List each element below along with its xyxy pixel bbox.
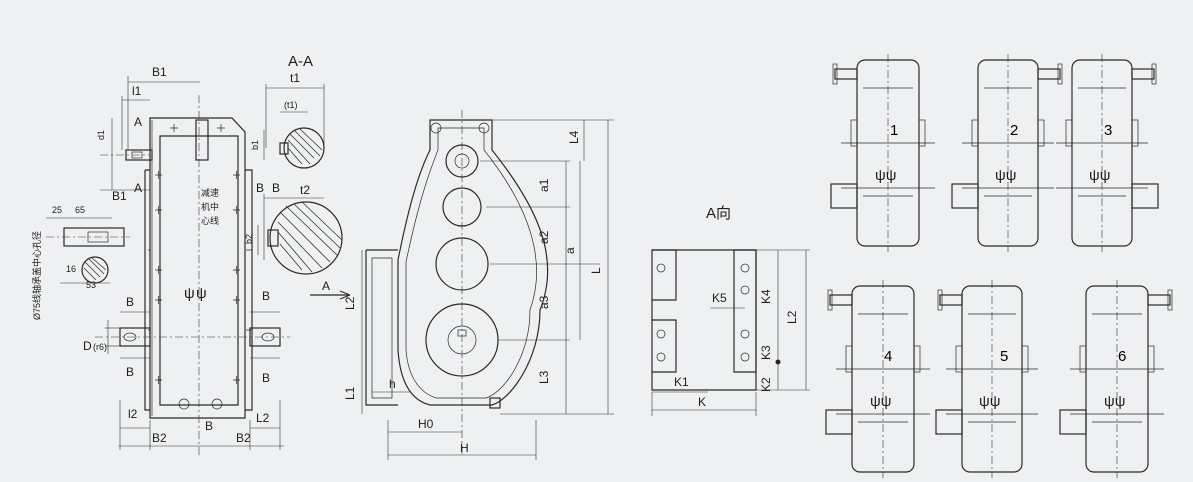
dim-b2: b2 xyxy=(244,234,254,244)
section-view-aa: A-A t1 (t1) b1 t2 b2 B B A xyxy=(244,53,351,300)
variant-logo-5: ψψ xyxy=(979,393,1000,410)
dim-K5: K5 xyxy=(712,291,727,305)
svg-text:机中: 机中 xyxy=(201,201,219,212)
section-title: A-A xyxy=(288,53,313,70)
section-mark-A-bottom: A xyxy=(134,181,142,195)
dim-t1-paren: (t1) xyxy=(284,100,298,110)
dim-B1-top: B1 xyxy=(152,65,167,79)
dim-D: D xyxy=(83,339,92,353)
section-mark-A-top: A xyxy=(134,115,142,129)
dim-B-top-right: B xyxy=(262,289,270,303)
foot-view: A向 K5 K4 L2 K3 K2 K1 K xyxy=(651,205,810,416)
variant-logo-1: ψψ xyxy=(875,167,896,184)
dim-L2-foot: L2 xyxy=(785,310,799,324)
front-view: ψ ψ 减速 机中 心线 B1 l1 d1 A A B1 25 6 xyxy=(31,65,290,455)
dim-L2-side: L2 xyxy=(343,296,357,310)
dim-B2-right: B2 xyxy=(236,431,251,445)
dim-B-center: B xyxy=(205,419,213,433)
variant-logo-4: ψψ xyxy=(870,393,891,410)
dim-B2-left: B2 xyxy=(152,431,167,445)
dim-a2: a2 xyxy=(537,230,551,244)
center-line-label: 减速 xyxy=(201,187,219,198)
dim-K2: K2 xyxy=(759,377,773,392)
dim-B1-side: B1 xyxy=(112,189,127,203)
dim-t2: t2 xyxy=(300,183,310,197)
svg-text:ψ: ψ xyxy=(184,285,195,302)
dim-53: 53 xyxy=(86,280,96,290)
view-arrow-A: A xyxy=(322,279,330,293)
dim-B-section-right: B xyxy=(272,181,280,195)
assembly-variants: ψψ ψψ ψψ ψψ ψψ ψψ xyxy=(825,54,1173,478)
svg-text:ψ: ψ xyxy=(196,285,207,302)
dim-D-sub: (r6) xyxy=(93,342,107,352)
foot-view-title: A向 xyxy=(706,205,731,222)
dim-K3: K3 xyxy=(759,345,773,360)
dim-a3: a3 xyxy=(537,295,551,309)
dim-B-section-left: B xyxy=(256,181,264,195)
dim-h: h xyxy=(389,377,396,391)
dim-d1: d1 xyxy=(96,130,106,140)
dim-B-top-left: B xyxy=(126,295,134,309)
dim-L4: L4 xyxy=(567,130,581,144)
dim-l2: l2 xyxy=(128,407,138,421)
dim-65: 65 xyxy=(75,205,85,215)
dim-B-bottom-right: B xyxy=(262,371,270,385)
dim-t1: t1 xyxy=(290,71,300,85)
dim-K4: K4 xyxy=(759,289,773,304)
side-view: L4 a1 a2 a a3 L L3 L2 L1 h H0 H xyxy=(343,110,614,460)
dim-16: 16 xyxy=(66,264,76,274)
dim-25: 25 xyxy=(52,205,62,215)
dim-B-bottom-left: B xyxy=(126,365,134,379)
dim-L3: L3 xyxy=(537,370,551,384)
variant-logo-3: ψψ xyxy=(1089,167,1110,184)
variant-logo-6: ψψ xyxy=(1104,393,1125,410)
dim-K1: K1 xyxy=(674,375,689,389)
shaft-note: Ø75线轴承盖中心孔径 xyxy=(31,231,42,320)
dim-H0: H0 xyxy=(418,417,434,431)
dim-a: a xyxy=(563,247,577,254)
dim-L1: L1 xyxy=(343,386,357,400)
dim-L: L xyxy=(589,267,603,274)
dim-a1: a1 xyxy=(537,178,551,192)
dim-H: H xyxy=(460,441,469,455)
dim-L2: L2 xyxy=(256,411,270,425)
dim-l1: l1 xyxy=(132,84,142,98)
dim-K: K xyxy=(698,395,706,409)
variant-logo-2: ψψ xyxy=(995,167,1016,184)
svg-text:心线: 心线 xyxy=(201,215,219,226)
dim-b1: b1 xyxy=(250,140,260,150)
